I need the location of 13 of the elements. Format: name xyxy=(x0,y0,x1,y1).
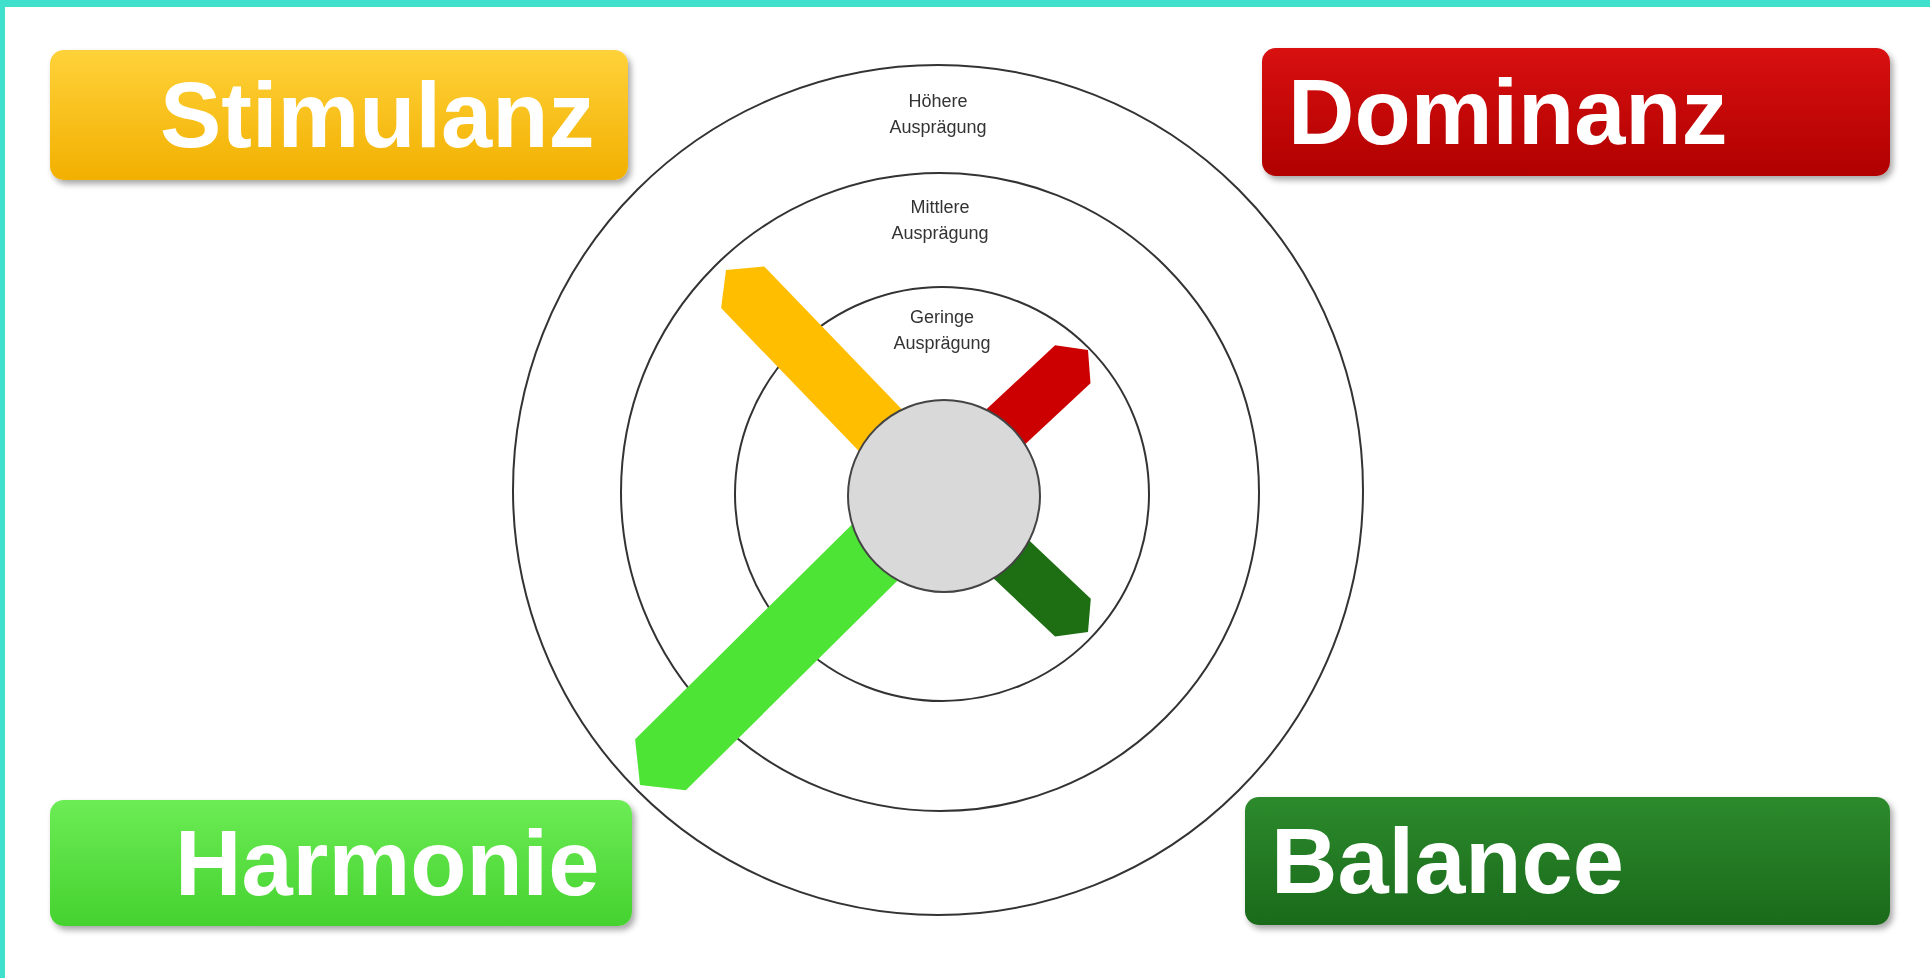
middle-ring xyxy=(620,172,1260,812)
ring-label: Mittlere Ausprägung xyxy=(890,196,990,246)
category-title: Dominanz xyxy=(1288,66,1728,158)
category-title: Stimulanz xyxy=(160,69,595,161)
category-title: Balance xyxy=(1271,815,1624,907)
category-box xyxy=(50,50,628,180)
category-box xyxy=(1262,48,1890,176)
ring-label: Geringe Ausprägung xyxy=(892,306,992,356)
ring-label: Höhere Ausprägung xyxy=(888,90,988,140)
category-title: Harmonie xyxy=(175,817,600,909)
category-box xyxy=(1245,797,1890,925)
category-box xyxy=(50,800,632,926)
inner-ring xyxy=(734,286,1150,702)
